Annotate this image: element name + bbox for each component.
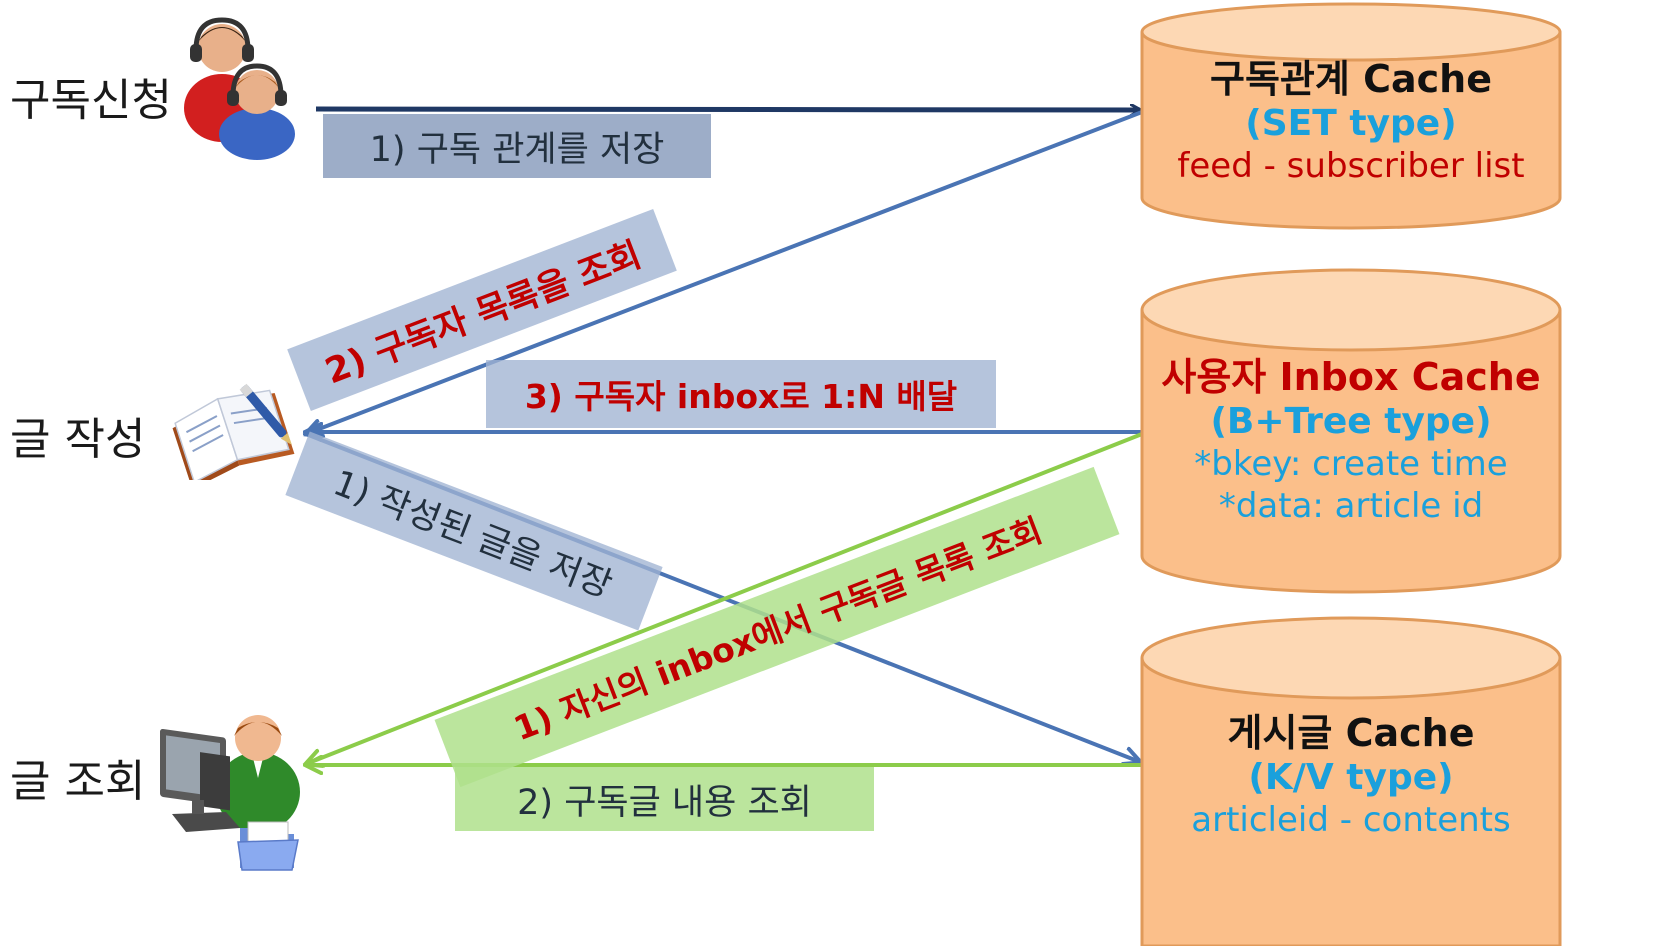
cylinder-shape — [1140, 268, 1562, 594]
subscription-cache-title: 구독관계 Cache — [1210, 57, 1492, 101]
arrow-lookup-inbox — [306, 432, 1143, 764]
actor-read-label: 글 조회 — [10, 756, 146, 807]
article-cache-type: (K/V type) — [1248, 757, 1454, 799]
cylinder-shape — [1140, 2, 1562, 230]
step-save-subscription: 1) 구독 관계를 저장 — [323, 114, 711, 178]
subscribers-icon — [184, 17, 295, 160]
computer-user-icon — [160, 715, 300, 832]
article-cache-title: 게시글 Cache — [1227, 711, 1475, 755]
subscription-cache-cylinder: 구독관계 Cache (SET type) feed - subscriber … — [1140, 2, 1562, 230]
step-deliver-inbox: 3) 구독자 inbox로 1:N 배달 — [486, 360, 996, 428]
step-read-content: 2) 구독글 내용 조회 — [455, 767, 874, 831]
actor-write-label: 글 작성 — [10, 414, 146, 465]
arrow-save-subscription — [315, 109, 1140, 110]
actor-subscribe-label: 구독신청 — [10, 75, 172, 126]
inbox-cache-bkey: *bkey: create time — [1194, 444, 1508, 485]
article-cache-cylinder: 게시글 Cache (K/V type) articleid - content… — [1140, 614, 1562, 946]
article-cache-desc: articleid - contents — [1191, 800, 1511, 841]
inbox-cache-type: (B+Tree type) — [1210, 401, 1492, 443]
subscription-cache-desc: feed - subscriber list — [1177, 146, 1525, 187]
inbox-cache-data: *data: article id — [1218, 485, 1484, 526]
folder-icon — [237, 821, 299, 871]
cylinder-shape — [1140, 616, 1562, 946]
inbox-cache-cylinder: 사용자 Inbox Cache (B+Tree type) *bkey: cre… — [1140, 266, 1562, 596]
arrow-lookup-subscribers — [306, 110, 1143, 434]
subscription-cache-type: (SET type) — [1245, 103, 1457, 145]
inbox-cache-title: 사용자 Inbox Cache — [1161, 355, 1541, 399]
notebook-pen-icon — [172, 383, 295, 480]
